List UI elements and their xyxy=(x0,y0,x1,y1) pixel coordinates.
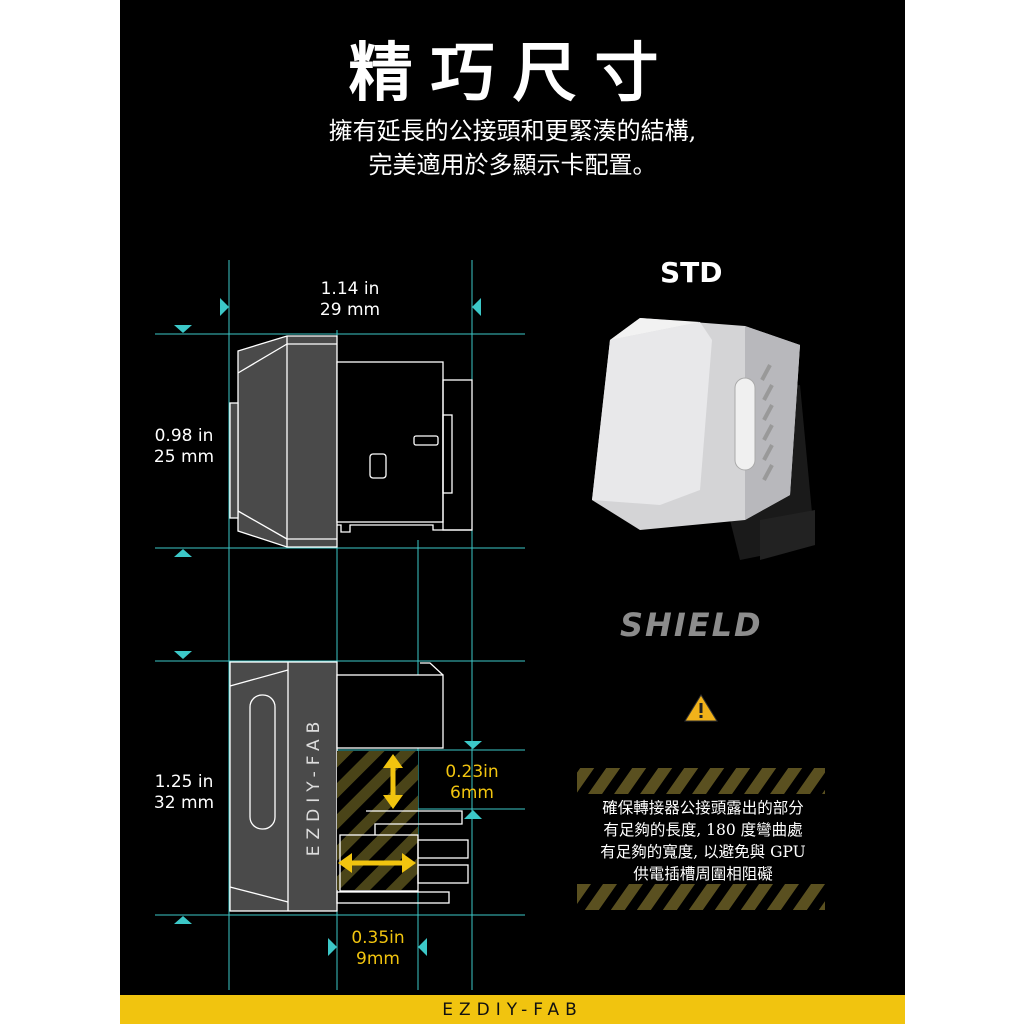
subtitle-line-2: 完美適用於多顯示卡配置。 xyxy=(368,151,657,179)
clearance-vertical-in: 0.23in xyxy=(445,762,499,782)
height-top-label: 0.98 in 25 mm xyxy=(140,426,228,468)
dimension-arrows xyxy=(174,298,482,956)
warning-line: 有足夠的長度, 180 度彎曲處 xyxy=(603,821,803,839)
height-bottom-label: 1.25 in 32 mm xyxy=(140,772,228,814)
subtitle-line-1: 擁有延長的公接頭和更緊湊的結構, xyxy=(328,117,697,145)
clearance-horizontal-in: 0.35in xyxy=(351,928,405,948)
height-bottom-mm: 32 mm xyxy=(153,793,215,813)
clearance-arrows xyxy=(338,754,416,873)
warning-stripes xyxy=(577,768,825,910)
page-subtitle: 擁有延長的公接頭和更緊湊的結構, 完美適用於多顯示卡配置。 xyxy=(120,114,905,182)
width-in: 1.14 in xyxy=(320,279,380,299)
side-brand-text: EZDIY-FAB xyxy=(304,715,324,857)
bottom-view-drawing xyxy=(229,661,469,912)
top-view-drawing xyxy=(229,335,473,548)
warning-line: 確保轉接器公接頭露出的部分 xyxy=(602,799,804,817)
footer-brand: EZDIY-FAB xyxy=(442,999,583,1020)
width-label: 1.14 in 29 mm xyxy=(300,279,400,321)
warning-line: 有足夠的寬度, 以避免與 GPU xyxy=(600,843,806,861)
height-top-in: 0.98 in xyxy=(154,426,214,446)
height-top-mm: 25 mm xyxy=(153,447,215,467)
footer-bar: EZDIY-FAB xyxy=(120,995,905,1024)
warning-triangle-icon xyxy=(684,694,718,722)
height-bottom-in: 1.25 in xyxy=(154,772,214,792)
product-image xyxy=(592,318,815,560)
clearance-vertical-mm: 6mm xyxy=(450,783,494,803)
vent-slots xyxy=(760,364,774,481)
width-mm: 29 mm xyxy=(319,300,381,320)
clearance-horizontal-mm: 9mm xyxy=(356,949,400,969)
warning-line: 供電插槽周圍相阻礙 xyxy=(633,865,773,883)
variant-label: STD xyxy=(660,256,723,289)
clearance-vertical-label: 0.23in 6mm xyxy=(432,762,512,804)
clearance-horizontal-label: 0.35in 9mm xyxy=(338,928,418,970)
warning-text: 確保轉接器公接頭露出的部分 有足夠的長度, 180 度彎曲處 有足夠的寬度, 以… xyxy=(580,797,826,885)
series-logo: SHIELD xyxy=(620,606,763,644)
page-title: 精巧尺寸 xyxy=(348,36,677,111)
